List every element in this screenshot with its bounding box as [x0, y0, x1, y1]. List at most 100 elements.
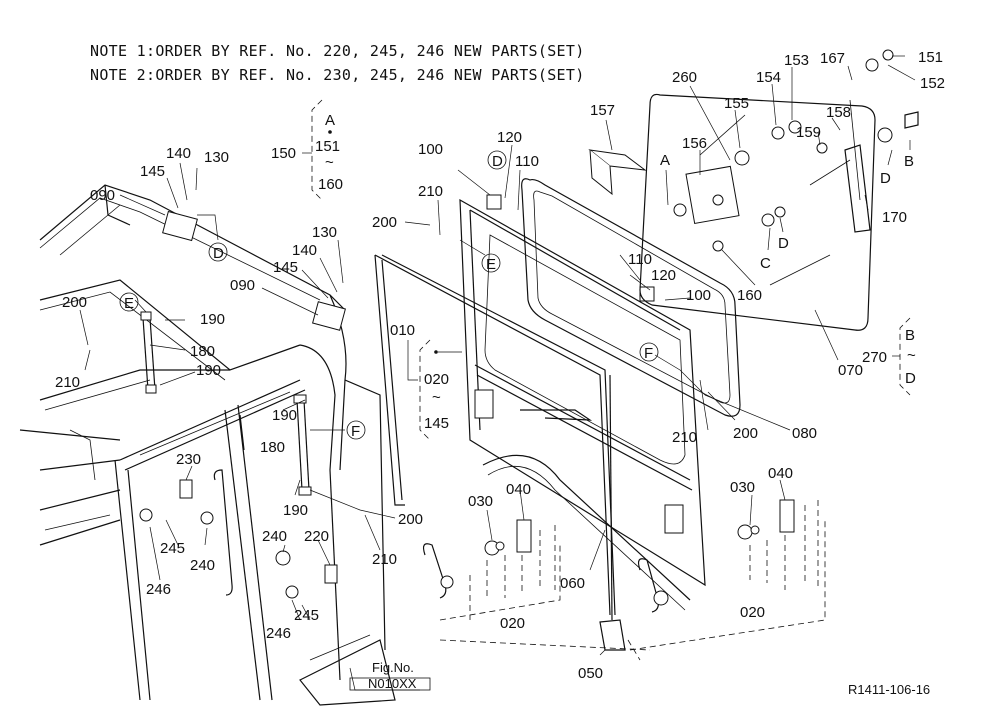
callout-220: 220	[304, 528, 329, 545]
callout-260: 260	[672, 69, 697, 86]
cab-frame-drawing	[19, 184, 431, 706]
svg-text:010: 010	[390, 322, 415, 339]
callout-110-top: 110	[515, 153, 539, 170]
callout-060: 060	[560, 575, 585, 592]
svg-text:020: 020	[424, 371, 449, 388]
callout-190-d: 190	[283, 502, 308, 519]
callout-090-a: 090	[90, 187, 115, 204]
callout-240-a: 240	[190, 557, 215, 574]
callout-120-top: 120	[497, 129, 522, 146]
svg-text:D: D	[213, 245, 224, 262]
svg-text:F: F	[644, 345, 653, 362]
fig-code: N010XX	[368, 676, 417, 691]
svg-text:A: A	[325, 112, 335, 129]
callout-D-lower: D	[778, 235, 789, 252]
catalog-code: R1411-106-16	[848, 682, 930, 697]
callout-200-top: 200	[372, 214, 397, 231]
callout-190-b: 190	[196, 362, 221, 379]
callout-B: B	[904, 153, 914, 170]
ref-circle-F-right: F	[639, 342, 659, 362]
fig-label: Fig.No.	[372, 660, 414, 675]
note-1: NOTE 1:ORDER BY REF. No. 220, 245, 246 N…	[90, 42, 585, 60]
callout-155: 155	[724, 95, 749, 112]
callout-245-b: 245	[294, 607, 319, 624]
ref-circle-E-left: E	[119, 292, 139, 312]
callout-180-a: 180	[190, 343, 215, 360]
bracket-010: 010 020 ~ 145	[390, 322, 462, 441]
callout-C: C	[760, 255, 771, 272]
callout-180-b: 180	[260, 439, 285, 456]
callout-130-a: 130	[204, 149, 229, 166]
svg-text:~: ~	[325, 154, 334, 171]
callout-156: 156	[682, 135, 707, 152]
svg-text:145: 145	[424, 415, 449, 432]
figure-number: Fig.No. N010XX	[368, 660, 417, 691]
callout-200-mid: 200	[398, 511, 423, 528]
callout-070: 070	[838, 362, 863, 379]
callout-210-right: 210	[672, 429, 697, 446]
callout-160: 160	[737, 287, 762, 304]
svg-text:B: B	[905, 327, 915, 344]
callout-210-top: 210	[418, 183, 443, 200]
callout-157: 157	[590, 102, 615, 119]
callout-020-a: 020	[500, 615, 525, 632]
callout-090-b: 090	[230, 277, 255, 294]
callout-140-b: 140	[292, 242, 317, 259]
callout-080: 080	[792, 425, 817, 442]
callout-158: 158	[826, 104, 851, 121]
callout-240-b: 240	[262, 528, 287, 545]
callout-167: 167	[820, 50, 845, 67]
callout-100-top: 100	[418, 141, 443, 158]
svg-text:150: 150	[271, 145, 296, 162]
callout-152: 152	[920, 75, 945, 92]
callout-200-right: 200	[733, 425, 758, 442]
svg-text:270: 270	[862, 349, 887, 366]
callout-040-b: 040	[768, 465, 793, 482]
callout-190-a: 190	[200, 311, 225, 328]
callout-020-b: 020	[740, 604, 765, 621]
callout-030-a: 030	[468, 493, 493, 510]
window-glass-drawing	[588, 49, 919, 331]
svg-text:F: F	[351, 423, 360, 440]
bracket-270: 270 B ~ D	[862, 317, 916, 396]
callout-130-b: 130	[312, 224, 337, 241]
callout-151: 151	[918, 49, 943, 66]
svg-text:~: ~	[432, 389, 441, 406]
note-2: NOTE 2:ORDER BY REF. No. 230, 245, 246 N…	[90, 66, 585, 84]
svg-text:D: D	[492, 153, 503, 170]
callout-120-right: 120	[651, 267, 676, 284]
callout-154: 154	[756, 69, 781, 86]
svg-text:~: ~	[907, 347, 916, 364]
svg-text:E: E	[124, 295, 134, 312]
callout-245-a: 245	[160, 540, 185, 557]
callout-210-left: 210	[55, 374, 80, 391]
part-callouts: 151 152 167 153 154 260 155 157 158 159 …	[55, 49, 945, 682]
callout-100-right: 100	[686, 287, 711, 304]
callout-050: 050	[578, 665, 603, 682]
callout-030-b: 030	[730, 479, 755, 496]
callout-190-c: 190	[272, 407, 297, 424]
ref-circle-F-mid: F	[346, 420, 366, 440]
callout-D-upper: D	[880, 170, 891, 187]
leader-lines	[79, 55, 916, 656]
callout-246-b: 246	[266, 625, 291, 642]
callout-140-a: 140	[166, 145, 191, 162]
callout-153: 153	[784, 52, 809, 69]
svg-text:151: 151	[315, 138, 340, 155]
ref-circle-D-frame: D	[487, 150, 507, 170]
callout-210-mid: 210	[372, 551, 397, 568]
svg-text:D: D	[905, 370, 916, 387]
callout-200-left: 200	[62, 294, 87, 311]
ref-circle-D-left: D	[208, 242, 228, 262]
callout-A: A	[660, 152, 670, 169]
ref-circle-E-frame: E	[481, 253, 501, 273]
svg-text:E: E	[486, 256, 496, 273]
callout-170: 170	[882, 209, 907, 226]
callout-110-right: 110	[628, 251, 652, 268]
callout-040-a: 040	[506, 481, 531, 498]
reference-circles: D E D E F F	[119, 150, 659, 440]
callout-145-a: 145	[140, 163, 165, 180]
svg-text:160: 160	[318, 176, 343, 193]
door-frame-drawing	[374, 178, 826, 661]
